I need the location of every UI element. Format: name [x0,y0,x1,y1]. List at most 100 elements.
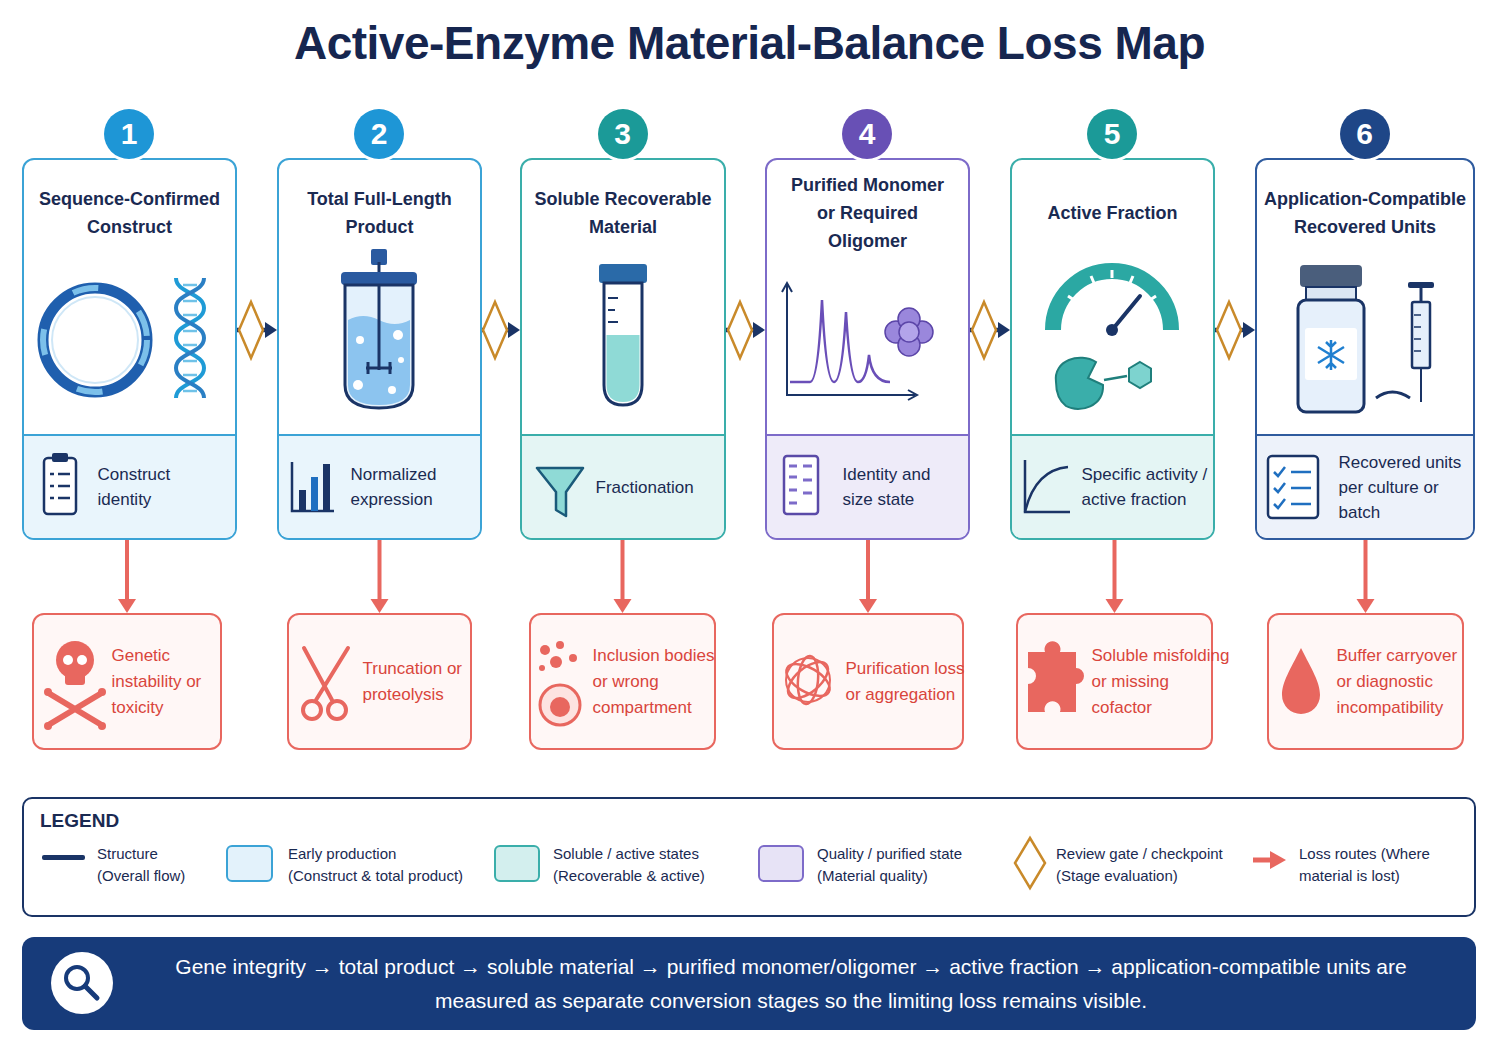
metric-text: Recovered units per culture or batch [1339,450,1469,525]
stage-card: Purified Monomer or Required Oligomer4Id… [765,158,970,540]
aggregate-dot [556,641,564,649]
magnifier-handle [85,986,97,998]
stage-heading: Purified Monomer or Required Oligomer [785,171,950,255]
arrow-line [1364,540,1368,600]
dna-strand [176,278,204,398]
aggregate-dot [569,654,577,662]
bar [323,464,330,511]
tangle [796,655,820,705]
bone-end [98,688,106,696]
stage-card: Soluble Recoverable Material3Fractionati… [520,158,726,540]
puzzle-piece [1028,641,1084,712]
metric-box: Specific activity / active fraction [1012,434,1213,538]
reactor-shaft-inner [378,285,381,370]
vial-cap [1300,265,1362,287]
bubble [356,336,364,344]
metric-box: Recovered units per culture or batch [1257,434,1473,538]
flow-arrow [1215,322,1255,338]
metric-text: Fractionation [596,475,726,500]
loss-route-arrow [118,540,136,613]
legend-arrow-head [1270,851,1286,869]
metric-text: Identity and size state [843,462,943,512]
tangle [781,658,835,703]
tangle [786,658,830,702]
checklist-marks [1274,467,1311,508]
loss-route-arrow [614,540,632,613]
step-number-circle: 5 [1087,109,1137,159]
arrow-line [482,328,509,333]
stage-heading: Active Fraction [1020,199,1205,227]
oligomer-sphere [911,321,933,343]
scissor-handle [328,701,346,719]
loss-text: Purification loss or aggregation [846,656,974,708]
loss-route-arrow [371,540,389,613]
step-number: 5 [1087,109,1137,159]
stage-heading: Total Full-Length Product [287,185,472,241]
loss-text: Soluble misfolding or missing cofactor [1092,643,1232,721]
loss-text: Truncation or proteolysis [363,656,471,708]
gauge-needle [1112,296,1140,330]
magnifier-disc [51,952,113,1014]
flow-arrow [970,322,1010,338]
activity-axes [1025,460,1070,512]
gauge-arc [1053,271,1171,330]
arrow-line [621,540,625,600]
scissor-handle [303,701,321,719]
legend-text: Soluble / active states (Recoverable & a… [553,843,718,887]
metric-box: Construct identity [24,434,235,538]
vial-neck [1306,287,1356,300]
reactor-impeller [366,362,392,374]
diagram-title: Active-Enzyme Material-Balance Loss Map [0,16,1499,70]
chart-arrowheads [782,283,917,400]
chromatogram-peaks [790,300,890,382]
aggregate-dot [539,665,545,671]
stage-card: Application-Compatible Recovered Units6R… [1255,158,1475,540]
loss-box: Soluble misfolding or missing cofactor [1016,613,1213,750]
arrow-line [1113,540,1117,600]
loss-box: Truncation or proteolysis [287,613,472,750]
arrow-head [118,599,136,613]
legend-swatch [758,845,804,882]
step-number-circle: 1 [104,109,154,159]
aggregate-dot [540,645,550,655]
review-gate [972,302,996,358]
bubble [398,357,404,363]
arrow-line [1215,328,1244,333]
stage-card: Total Full-Length Product2Normalized exp… [277,158,482,540]
review-gate [483,302,507,358]
metric-box: Identity and size state [767,434,968,538]
gel-icon [784,456,818,514]
step-number: 3 [598,109,648,159]
arrow-line [866,540,870,600]
caption-band: Gene integrity → total product → soluble… [22,937,1476,1030]
enzyme-blob [1056,358,1103,409]
step-number-circle: 4 [842,109,892,159]
activity-curve [1025,467,1068,512]
bar-axis [292,462,334,511]
oligomer-sphere [899,322,919,342]
tubing [1376,392,1410,398]
aggregate-dot [550,656,562,668]
checklist-icon [1268,456,1318,518]
arrow-line [237,328,266,333]
skull-jaw [65,672,85,685]
arrow-head [1243,322,1255,338]
syringe-marks [1414,315,1421,351]
flow-arrow [482,322,520,338]
gauge-hub [1106,324,1118,336]
step-number: 4 [842,109,892,159]
stage-heading: Sequence-Confirmed Construct [32,185,227,241]
tube-body [604,283,642,405]
magnifier-lens [66,967,88,989]
substrate-hexagon [1129,362,1151,388]
funnel-icon [537,468,583,516]
vial-body [1298,300,1364,412]
clipboard-lines [50,474,70,498]
legend-arrow-sample [1253,858,1272,863]
loss-box: Inclusion bodies or wrong compartment [529,613,716,750]
syringe-needle [1420,368,1422,402]
plasmid-segments [43,288,147,392]
arrow-head [1106,599,1124,613]
cell-outline [540,685,580,725]
syringe-rod [1420,288,1423,302]
